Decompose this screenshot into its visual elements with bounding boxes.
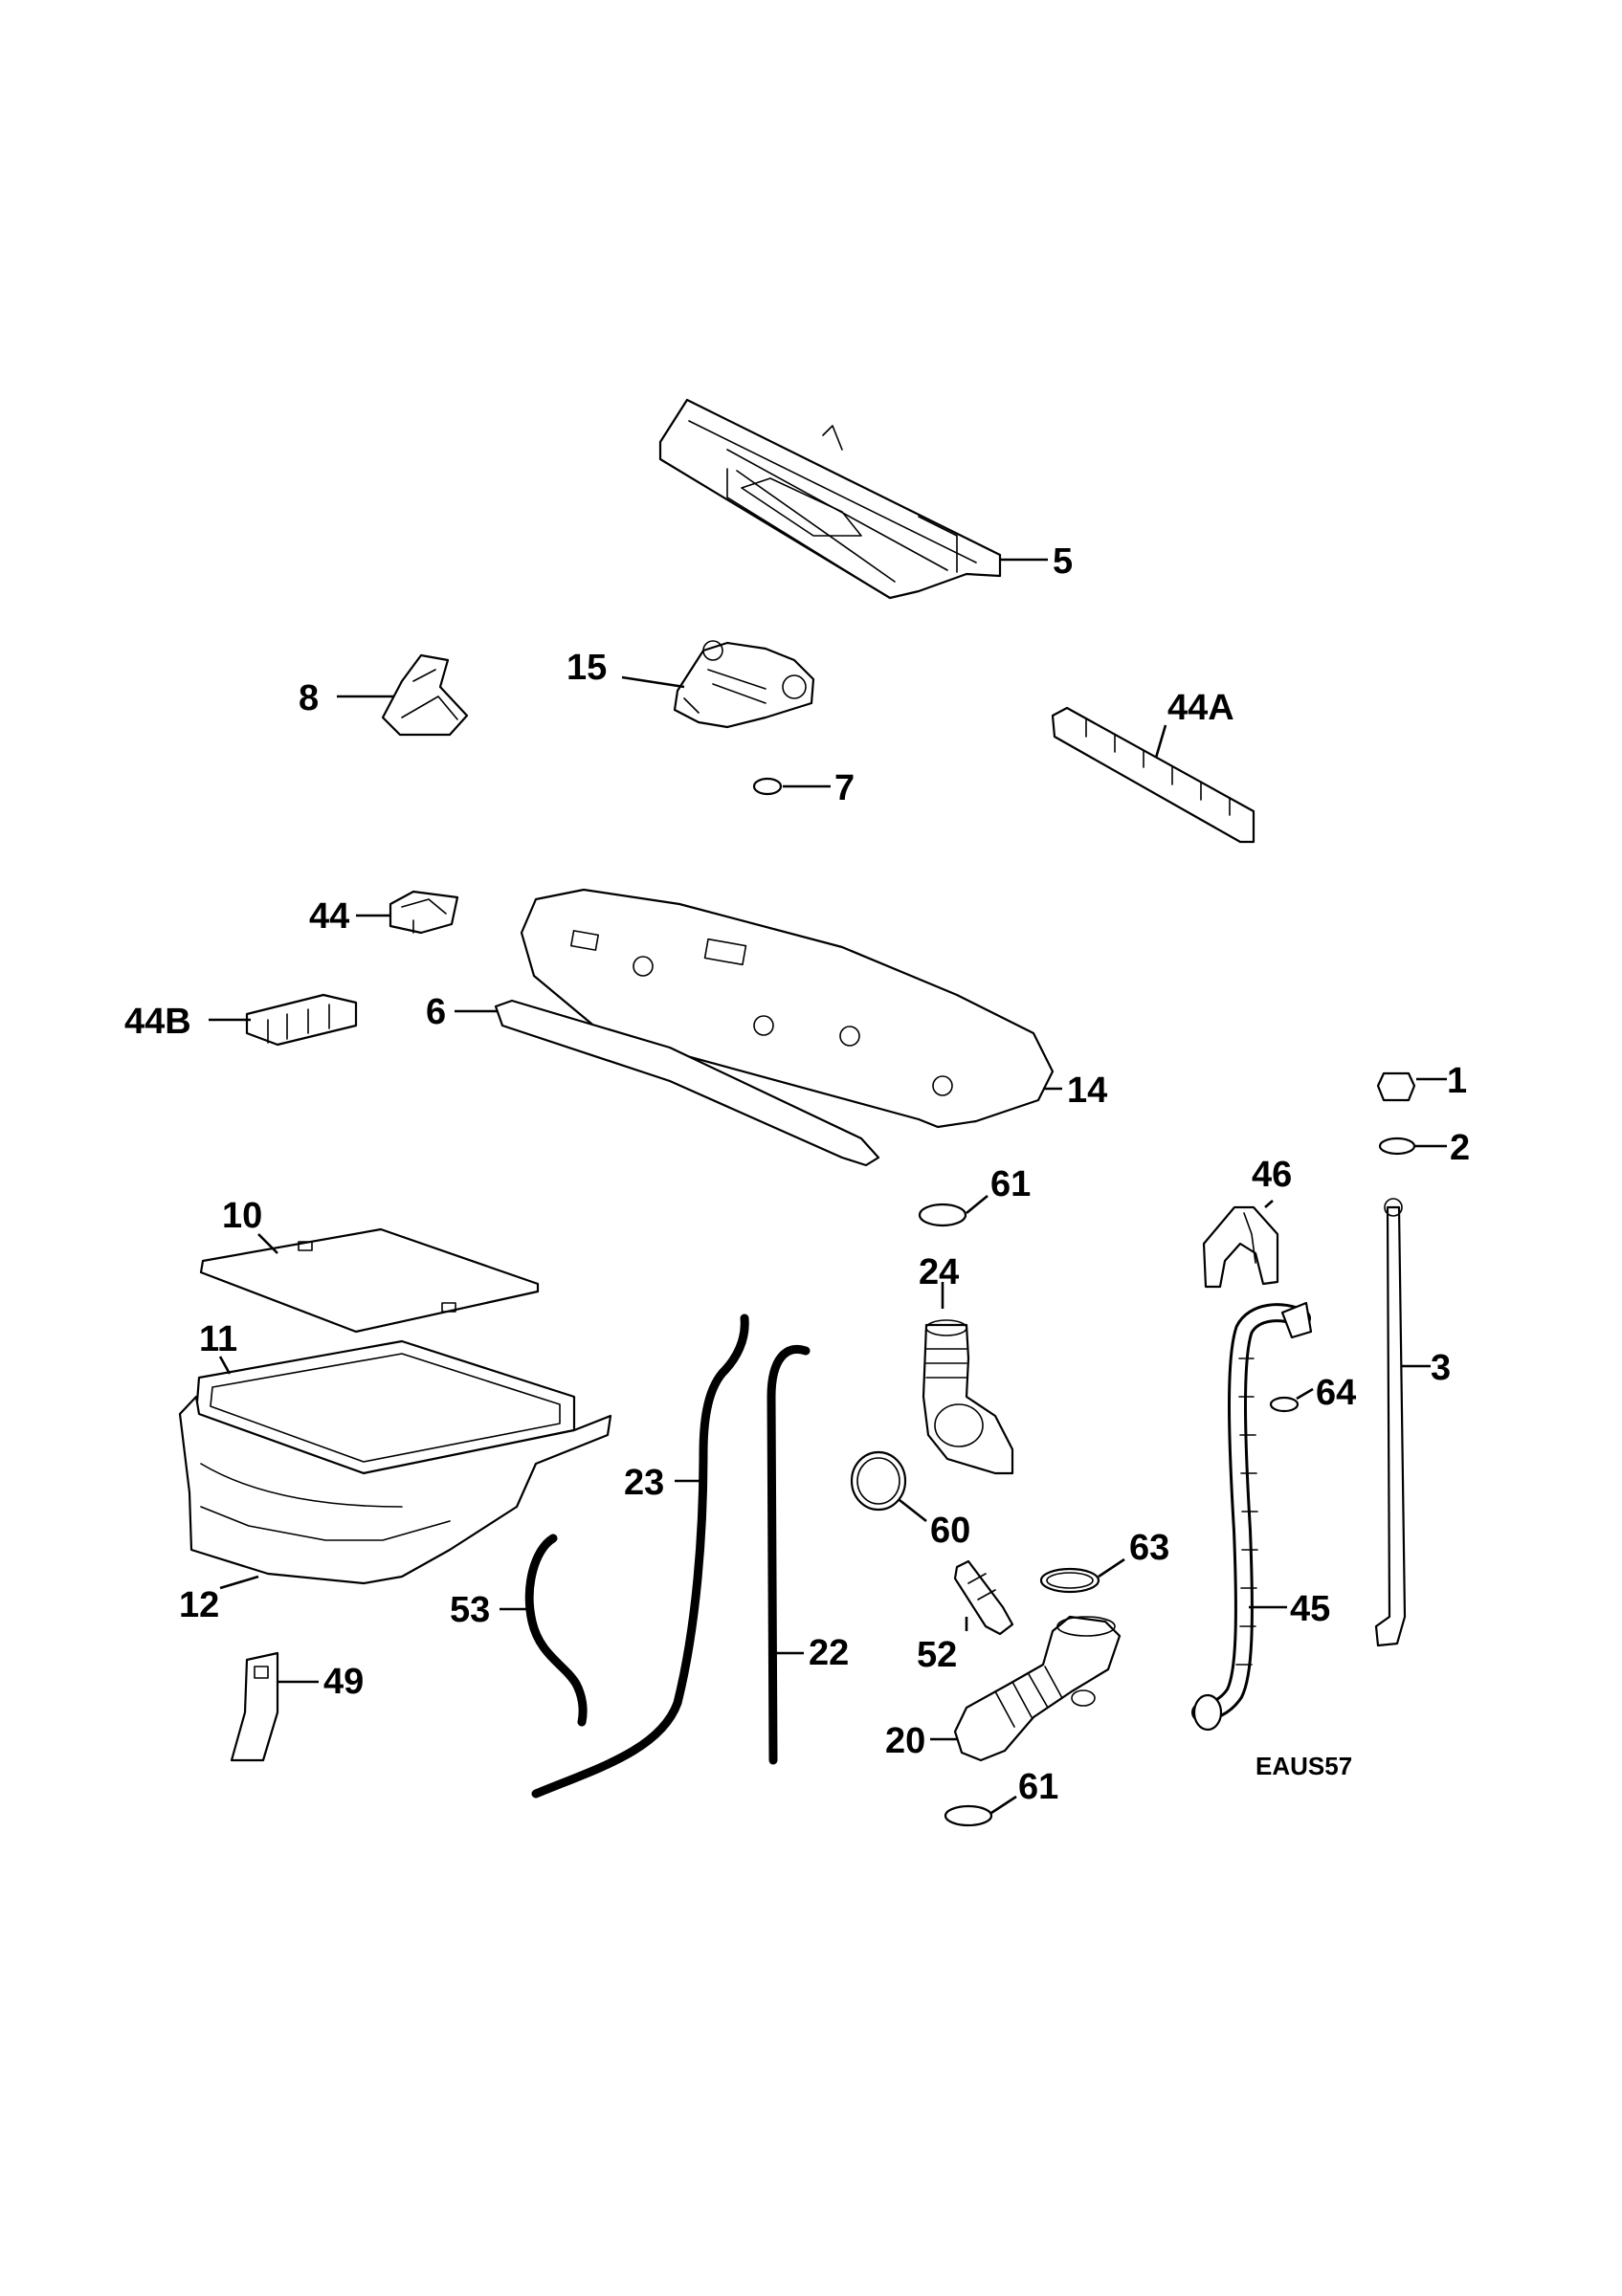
label-22: 22	[809, 1633, 849, 1673]
part-61-clamp-lower: 61	[944, 1767, 1058, 1827]
part-12-tub: 12	[178, 1395, 612, 1625]
label-61-lower: 61	[1018, 1767, 1058, 1807]
part-3-inlet-hose: 3	[1374, 1198, 1451, 1647]
label-2: 2	[1450, 1128, 1470, 1168]
label-7: 7	[834, 768, 855, 808]
part-14-base-plate: 14	[520, 888, 1107, 1129]
label-44b: 44B	[124, 1002, 191, 1042]
part-45-drain-hose: 45	[1191, 1301, 1330, 1732]
label-63: 63	[1129, 1528, 1169, 1568]
part-7-oring: 7	[752, 768, 855, 808]
part-24-elbow: 24	[919, 1252, 1014, 1475]
label-20: 20	[885, 1721, 925, 1761]
label-5: 5	[1053, 541, 1073, 582]
label-45: 45	[1290, 1589, 1330, 1629]
label-44a: 44A	[1167, 688, 1234, 728]
part-49-connector: 49	[230, 1651, 364, 1762]
label-12: 12	[179, 1585, 219, 1625]
part-60-ring: 60	[850, 1450, 970, 1551]
part-1-cap: 1	[1376, 1061, 1467, 1102]
part-6-strip: 6	[426, 992, 880, 1167]
diagram-code: EAUS57	[1255, 1752, 1352, 1780]
label-64: 64	[1316, 1373, 1356, 1413]
label-24: 24	[919, 1252, 959, 1292]
label-3: 3	[1431, 1348, 1451, 1388]
label-11: 11	[199, 1319, 237, 1359]
part-64-clip: 64	[1269, 1373, 1356, 1413]
part-20-sump-hose: 20	[885, 1615, 1122, 1762]
label-60: 60	[930, 1511, 970, 1551]
part-53-hose: 53	[450, 1534, 588, 1727]
label-49: 49	[323, 1662, 364, 1702]
part-23-hose: 23	[531, 1314, 749, 1799]
part-15-valve: 15	[567, 640, 815, 729]
part-52-nozzle: 52	[917, 1559, 1014, 1675]
part-44-clip: 44	[309, 890, 459, 937]
label-61-upper: 61	[990, 1164, 1031, 1204]
part-44b-clip: 44B	[124, 993, 358, 1047]
label-1: 1	[1447, 1061, 1467, 1101]
label-6: 6	[426, 992, 446, 1032]
label-53: 53	[450, 1590, 490, 1630]
label-46: 46	[1252, 1155, 1292, 1195]
label-52: 52	[917, 1635, 957, 1675]
part-11-gasket: 11	[194, 1319, 576, 1475]
label-15: 15	[567, 648, 607, 688]
label-10: 10	[222, 1196, 262, 1236]
part-61-clamp-upper: 61	[918, 1164, 1031, 1227]
label-44: 44	[309, 896, 349, 937]
part-22-hose: 22	[767, 1344, 849, 1765]
label-8: 8	[299, 678, 319, 718]
label-23: 23	[624, 1463, 664, 1503]
part-63-clamp: 63	[1039, 1528, 1169, 1594]
part-5-dispenser-housing: 5	[658, 398, 1073, 600]
part-8-clip: 8	[299, 653, 469, 737]
part-10-lid-panel: 10	[199, 1196, 540, 1334]
part-44a-bracket: 44A	[1051, 688, 1255, 844]
part-2-washer: 2	[1378, 1128, 1470, 1168]
label-14: 14	[1067, 1071, 1107, 1111]
part-46-hose-guide: 46	[1202, 1155, 1292, 1289]
